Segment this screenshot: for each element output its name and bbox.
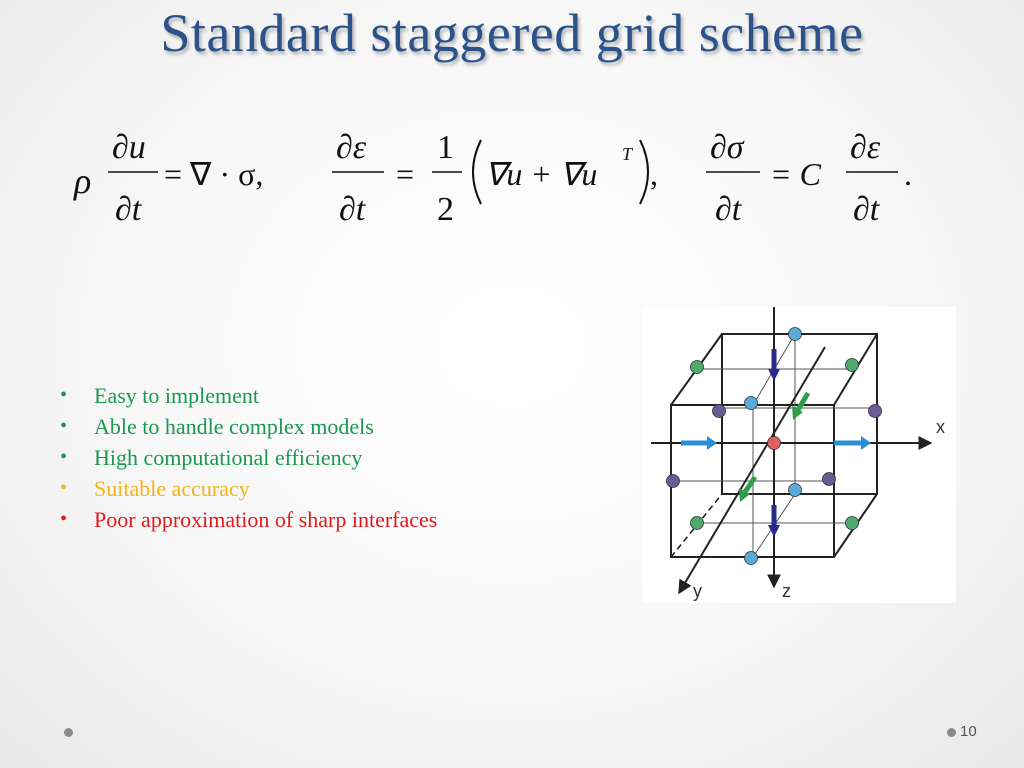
eq1-numerator: ∂u bbox=[112, 129, 146, 166]
eq2-numerator: ∂ε bbox=[336, 129, 367, 166]
eq2-right-paren bbox=[639, 139, 649, 205]
bullet-item: High computational efficiency bbox=[56, 442, 437, 473]
footer-dot-right bbox=[947, 728, 956, 737]
eq2-comma: , bbox=[650, 156, 658, 192]
eq2-superscript: T bbox=[622, 144, 634, 164]
y-axis bbox=[678, 346, 826, 595]
axis-label-z: z bbox=[782, 581, 791, 601]
axes bbox=[651, 307, 933, 595]
bullet-item: Poor approximation of sharp interfaces bbox=[56, 504, 437, 535]
eq1-denominator: ∂t bbox=[115, 191, 143, 228]
eq3-denominator: ∂t bbox=[715, 191, 743, 228]
eq3-denominator-2: ∂t bbox=[853, 191, 881, 228]
bullet-item: Able to handle complex models bbox=[56, 411, 437, 442]
node-blue bbox=[744, 396, 758, 410]
eq2-body: ∇u + ∇u bbox=[485, 156, 597, 192]
eq1-rhs: = ∇ · σ, bbox=[164, 156, 263, 192]
eq2-equals: = bbox=[396, 156, 414, 192]
axis-label-y: y bbox=[693, 581, 702, 601]
slide-title: Standard staggered grid scheme bbox=[160, 3, 864, 63]
footer-dot-left bbox=[64, 728, 73, 737]
eq3-period: . bbox=[904, 156, 912, 192]
velocity-arrows bbox=[681, 349, 871, 537]
node-green bbox=[690, 516, 704, 530]
node-green bbox=[845, 516, 859, 530]
grid-nodes bbox=[666, 327, 882, 565]
governing-equations: ρ ∂u ∂t = ∇ · σ, ∂ε ∂t = 1 2 ∇u + ∇u T ,… bbox=[73, 129, 912, 228]
bullet-list: Easy to implement Able to handle complex… bbox=[56, 380, 437, 535]
eq2-left-paren bbox=[472, 139, 482, 205]
eq3-equals-c: = C bbox=[770, 156, 822, 192]
eq2-denominator: ∂t bbox=[339, 191, 367, 228]
eq2-half-numerator: 1 bbox=[437, 129, 454, 166]
node-blue bbox=[744, 551, 758, 565]
eq3-numerator: ∂σ bbox=[710, 129, 745, 166]
staggered-grid-diagram: x z y bbox=[651, 307, 945, 601]
eq1-rho: ρ bbox=[73, 161, 91, 201]
node-purple bbox=[868, 404, 882, 418]
axis-label-x: x bbox=[936, 417, 945, 437]
node-blue bbox=[788, 483, 802, 497]
figure-background bbox=[643, 307, 956, 603]
green-arrow-upper bbox=[795, 391, 811, 412]
eq2-half-denominator: 2 bbox=[437, 191, 454, 228]
bullet-item: Suitable accuracy bbox=[56, 473, 437, 504]
eq3-numerator-2: ∂ε bbox=[850, 129, 881, 166]
node-blue bbox=[788, 327, 802, 341]
node-purple bbox=[666, 474, 680, 488]
slide-number: 10 bbox=[960, 723, 977, 740]
node-green bbox=[690, 360, 704, 374]
node-purple bbox=[712, 404, 726, 418]
node-green bbox=[845, 358, 859, 372]
node-red bbox=[767, 436, 781, 450]
bullet-item: Easy to implement bbox=[56, 380, 437, 411]
node-purple bbox=[822, 472, 836, 486]
green-arrow-lower bbox=[742, 475, 758, 494]
